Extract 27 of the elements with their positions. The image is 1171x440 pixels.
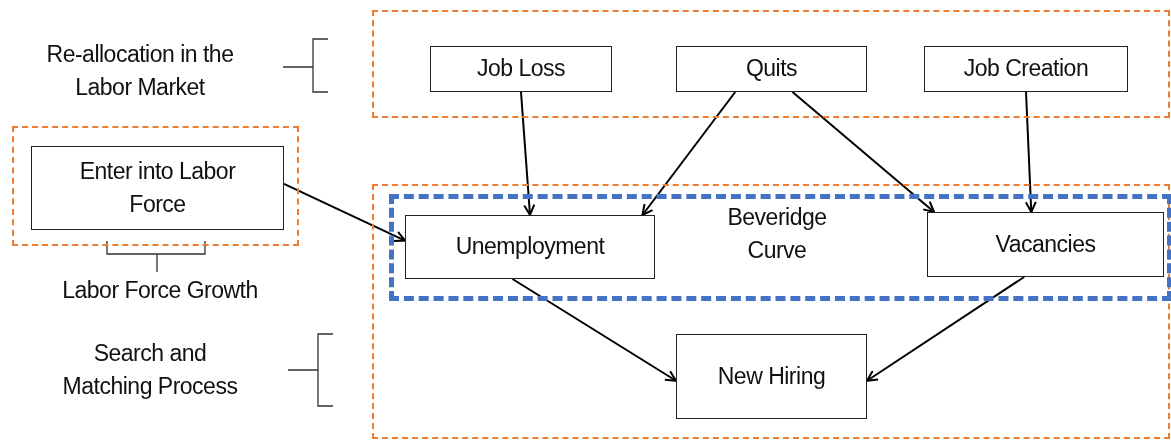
side-label: Labor Force Growth [61,276,259,305]
node-label: Job Creation [963,54,1089,84]
beveridge-curve-frame [389,194,1171,301]
side-label: Re-allocation in the Labor Market [45,40,235,103]
process-box [676,334,867,419]
process-box [405,215,655,279]
side-label: Search and Matching Process [61,339,239,402]
group-frame [12,126,299,246]
node-label: Enter into Labor Force [78,156,237,219]
arrow [520,91,536,216]
node-label: Vacancies [995,229,1096,259]
node-label: Unemployment [455,232,605,262]
process-box [31,146,284,230]
arrow [1024,91,1037,213]
process-box [924,46,1128,92]
arrow [283,182,406,242]
node-label: Quits [745,54,798,84]
group-frame [372,184,1170,439]
process-box [927,212,1164,277]
node-label: New Hiring [717,361,826,391]
process-box [676,46,867,92]
arrow [641,91,737,216]
node-label: Beveridge Curve [726,203,828,266]
arrow [791,91,936,213]
group-frame [372,10,1170,118]
process-box [430,46,612,92]
node-label: Job Loss [476,54,566,84]
